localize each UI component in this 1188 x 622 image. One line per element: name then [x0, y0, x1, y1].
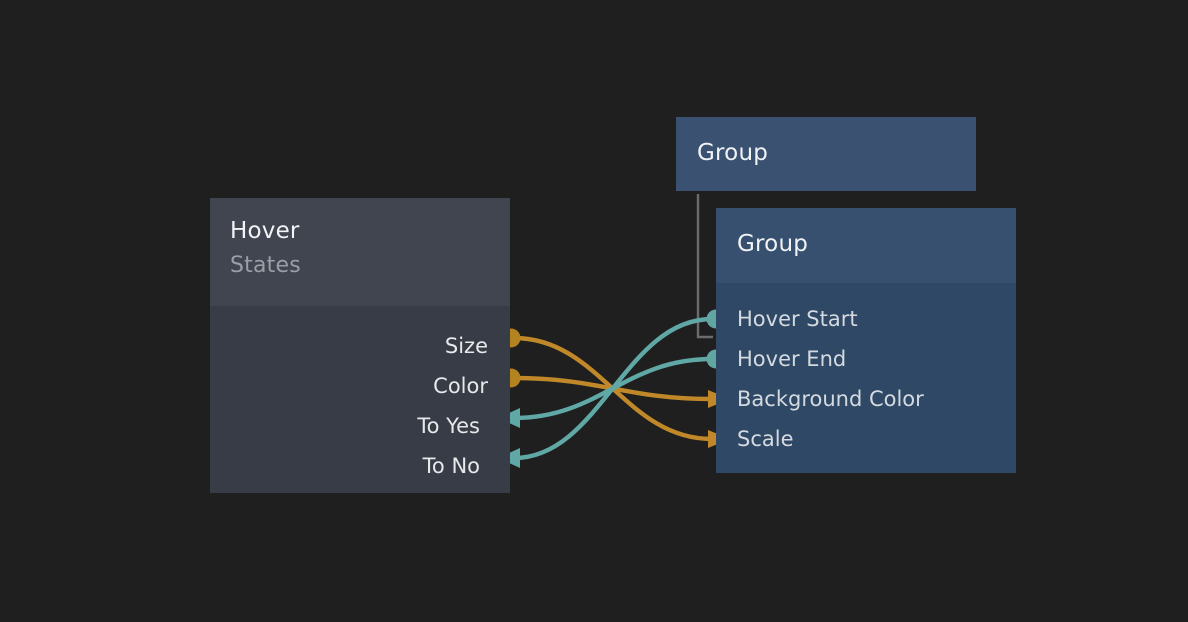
port-row-scale[interactable]: Scale: [737, 428, 794, 450]
node-hover-subtitle: States: [230, 253, 301, 278]
port-label-color: Color: [433, 374, 488, 398]
edge-hover-start-to-to-no: [511, 316, 715, 461]
port-row-to-yes[interactable]: To Yes: [417, 415, 480, 437]
node-group-top[interactable]: Group: [676, 117, 976, 191]
node-group-top-title: Group: [697, 140, 769, 166]
port-row-background-color[interactable]: Background Color: [737, 388, 924, 410]
port-row-color[interactable]: Color: [433, 375, 488, 397]
node-group-inner-title: Group: [737, 231, 809, 257]
port-label-hover-end: Hover End: [737, 347, 847, 371]
edge-hover-end-to-to-yes: [511, 356, 715, 421]
port-label-hover-start: Hover Start: [737, 307, 858, 331]
node-group-inner-ports: Hover Start Hover End Background Color S…: [716, 283, 1016, 473]
node-hover-header[interactable]: Hover States: [210, 198, 510, 306]
port-row-hover-end[interactable]: Hover End: [737, 348, 846, 370]
node-group-inner-header[interactable]: Group: [716, 208, 1016, 283]
node-hover[interactable]: Hover States Size Color To Yes To No: [210, 198, 510, 493]
node-hover-ports: Size Color To Yes To No: [210, 306, 510, 493]
edge-color-to-background-color: [511, 375, 715, 402]
node-group-inner[interactable]: Group Hover Start Hover End Background C…: [716, 208, 1016, 473]
edge-size-to-scale: [511, 335, 715, 442]
port-row-size[interactable]: Size: [445, 335, 488, 357]
port-label-background-color: Background Color: [737, 387, 924, 411]
node-hover-title: Hover: [230, 218, 300, 244]
port-row-to-no[interactable]: To No: [423, 455, 480, 477]
port-label-size: Size: [444, 334, 488, 358]
port-label-scale: Scale: [737, 427, 794, 451]
port-label-to-no: To No: [422, 454, 480, 478]
port-row-hover-start[interactable]: Hover Start: [737, 308, 858, 330]
group-bracket-line: [696, 194, 713, 339]
port-label-to-yes: To Yes: [417, 414, 480, 438]
